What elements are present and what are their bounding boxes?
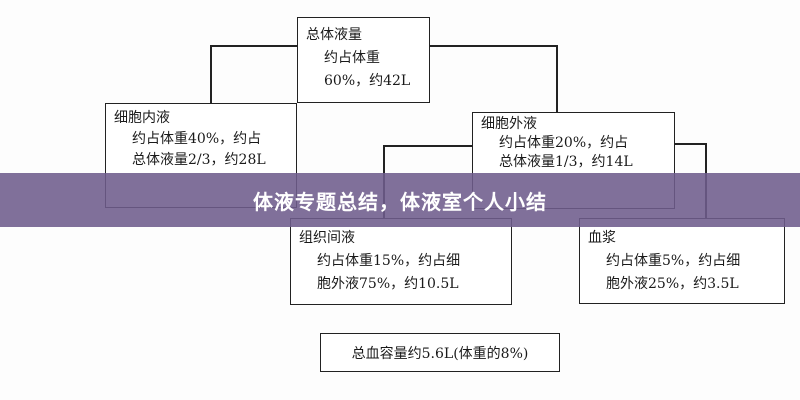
box-line: 60%，约42L: [324, 73, 411, 89]
box-title: 组织间液: [299, 230, 355, 246]
connector: [430, 45, 557, 47]
box-line: 总体液量1/3，约14L: [499, 154, 633, 170]
box-line: 约占体重20%，约占: [499, 135, 629, 151]
box-title: 总体液量: [306, 27, 362, 43]
box-line: 总体液量2/3，约28L: [132, 152, 266, 168]
total-body-fluid-box: 总体液量 约占体重 60%，约42L: [297, 17, 430, 103]
interstitial-fluid-box: 组织间液 约占体重15%，约占细 胞外液75%，约10.5L: [290, 218, 512, 305]
box-line: 胞外液25%，约3.5L: [606, 276, 739, 292]
box-line: 胞外液75%，约10.5L: [317, 276, 459, 292]
box-line: 约占体重: [324, 50, 380, 66]
title-banner: 体液专题总结，体液室个人小结: [0, 173, 800, 227]
box-line: 约占体重40%，约占: [132, 131, 262, 147]
blood-volume-text: 总血容量约5.6L(体重的8%): [351, 345, 529, 362]
box-title: 血浆: [588, 230, 616, 246]
box-title: 细胞外液: [481, 116, 537, 132]
connector: [383, 145, 472, 147]
connector: [674, 143, 706, 145]
box-line: 约占体重15%，约占细: [317, 253, 461, 269]
blood-volume-box: 总血容量约5.6L(体重的8%): [320, 333, 560, 372]
connector: [556, 45, 558, 112]
plasma-box: 血浆 约占体重5%，约占细 胞外液25%，约3.5L: [579, 218, 785, 304]
box-title: 细胞内液: [114, 110, 170, 126]
box-line: 约占体重5%，约占细: [606, 253, 741, 269]
banner-title: 体液专题总结，体液室个人小结: [253, 189, 547, 214]
connector: [210, 45, 298, 47]
connector: [210, 45, 212, 104]
